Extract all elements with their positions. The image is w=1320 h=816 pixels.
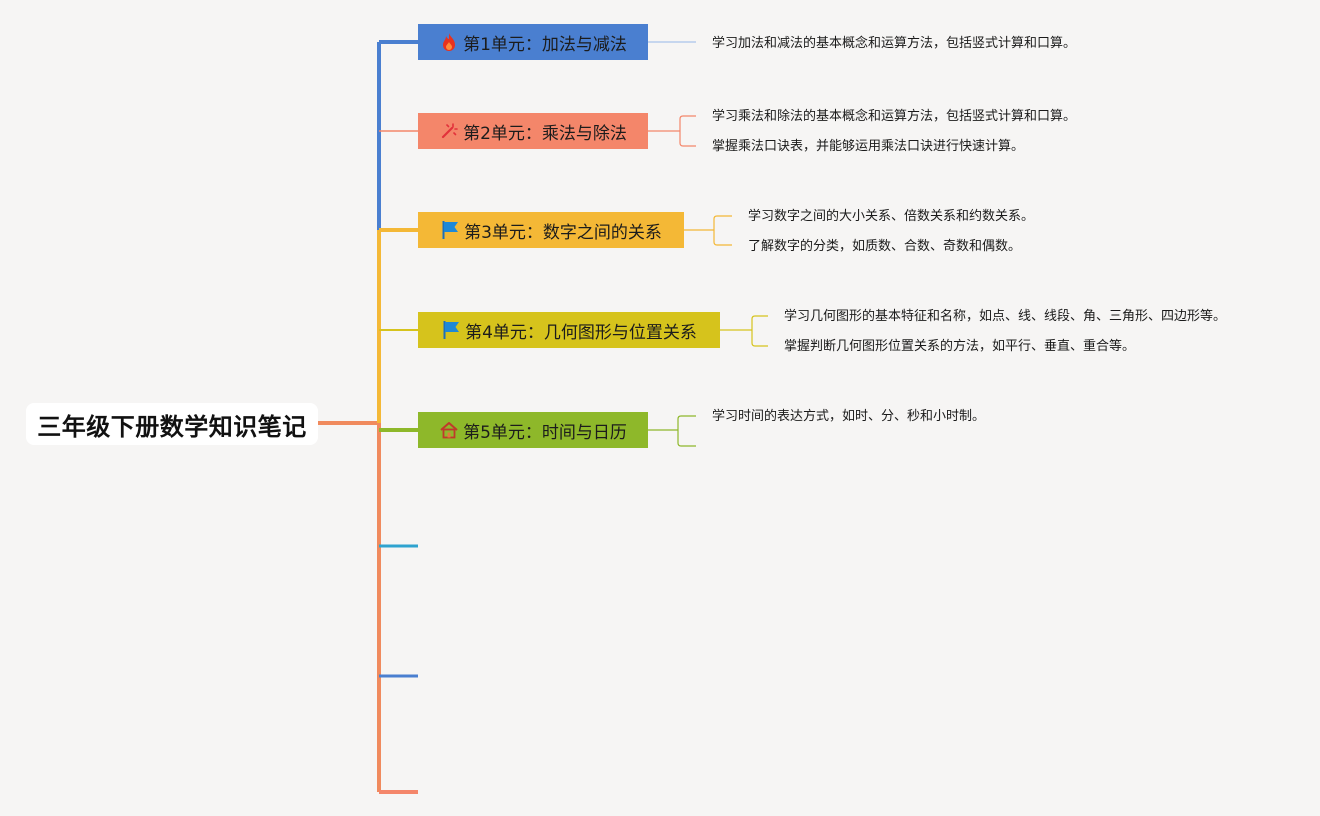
root-title: 三年级下册数学知识笔记 [37,412,307,441]
note-unit-2-1[interactable]: 学习乘法和除法的基本概念和运算方法，包括竖式计算和口算。 [712,109,1077,124]
note-unit-3-1[interactable]: 学习数字之间的大小关系、倍数关系和约数关系。 [748,209,1035,224]
branch-unit-3-title: 第3单元：数字之间的关系 [464,222,662,243]
branch-unit-2-title: 第2单元：乘法与除法 [463,123,627,144]
root-topic[interactable]: 三年级下册数学知识笔记 [26,403,318,445]
note-unit-4-1[interactable]: 学习几何图形的基本特征和名称，如点、线、线段、角、三角形、四边形等。 [784,309,1227,324]
note-unit-3-2[interactable]: 了解数字的分类，如质数、合数、奇数和偶数。 [748,239,1022,254]
note-bracket-unit-4 [751,315,768,347]
flag-icon [441,320,461,340]
note-unit-4-2[interactable]: 掌握判断几何图形位置关系的方法，如平行、垂直、重合等。 [784,339,1136,354]
home-icon [439,420,459,440]
note-unit-1-1[interactable]: 学习加法和减法的基本概念和运算方法，包括竖式计算和口算。 [712,36,1077,51]
branch-unit-3[interactable]: 第3单元：数字之间的关系 [418,212,684,248]
branch-unit-5-title: 第5单元：时间与日历 [463,422,627,443]
branch-unit-1[interactable]: 第1单元：加法与减法 [418,24,648,60]
branch-unit-5[interactable]: 第5单元：时间与日历 [418,412,648,448]
note-bracket-unit-3 [713,215,732,246]
note-bracket-unit-2 [679,115,696,147]
note-unit-2-2[interactable]: 掌握乘法口诀表，并能够运用乘法口诀进行快速计算。 [712,139,1025,154]
branch-unit-2[interactable]: 第2单元：乘法与除法 [418,113,648,149]
fire-icon [439,32,459,52]
branch-unit-4[interactable]: 第4单元：几何图形与位置关系 [418,312,720,348]
branch-unit-1-title: 第1单元：加法与减法 [463,34,627,55]
flag-icon [440,220,460,240]
note-bracket-unit-5 [677,415,696,447]
magic-wand-icon [439,121,459,141]
branch-unit-4-title: 第4单元：几何图形与位置关系 [465,322,697,343]
note-unit-5-1[interactable]: 学习时间的表达方式，如时、分、秒和小时制。 [712,409,986,424]
